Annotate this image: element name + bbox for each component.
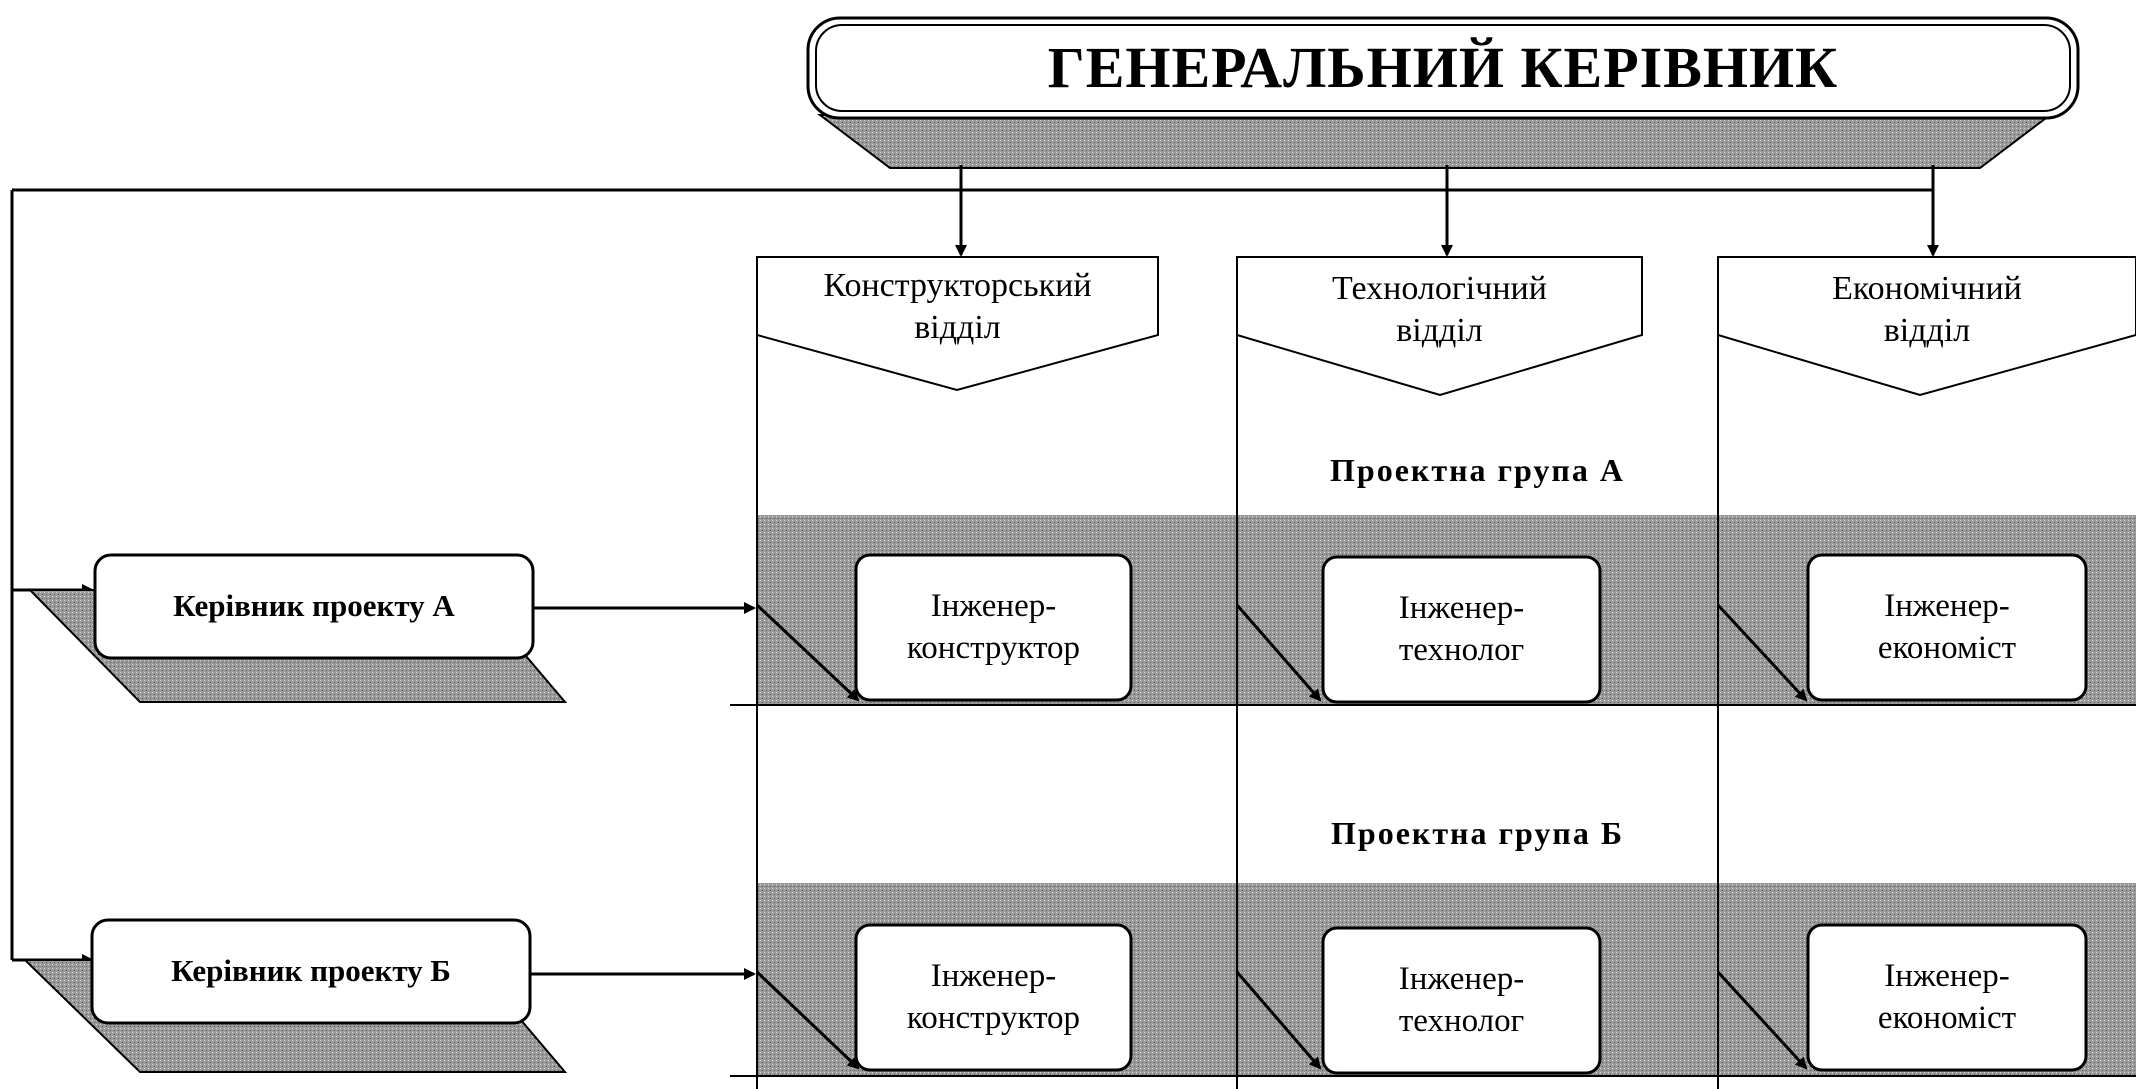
engineer-a-technology-box <box>1321 555 1602 704</box>
manager-b-label: Керівник проекту Б <box>171 953 451 989</box>
engineer-b-construction-box <box>854 923 1133 1072</box>
group-b-label: Проектна група Б <box>1331 815 1624 851</box>
title-box <box>806 16 2080 120</box>
engineer-b-technology-label: Інженер- технолог <box>1398 961 1525 1039</box>
dept-economic-shape <box>1717 256 2136 397</box>
engineer-a-economic-box <box>1806 553 2088 702</box>
dept-technology-label: Технологічний відділ <box>1332 269 1547 350</box>
title-shadow <box>817 114 2053 169</box>
manager-b-box <box>90 918 532 1025</box>
engineer-b-economic-label: Інженер- економіст <box>1877 958 2017 1036</box>
dept-technology-shape <box>1236 256 1643 397</box>
engineer-b-technology-box <box>1321 926 1602 1075</box>
engineer-a-technology-label: Інженер- технолог <box>1398 590 1525 668</box>
dept-economic-label: Економічний відділ <box>1832 269 2022 350</box>
dept-construction-label: Конструкторський відділ <box>823 266 1092 347</box>
engineer-a-construction-box <box>854 553 1133 702</box>
engineer-a-economic-label: Інженер- економіст <box>1877 588 2017 666</box>
engineer-a-construction-label: Інженер- конструктор <box>906 588 1081 666</box>
group-a-label: Проектна група А <box>1330 452 1625 488</box>
manager-a-label: Керівник проекту А <box>173 588 455 624</box>
engineer-b-economic-box <box>1806 923 2088 1072</box>
engineer-b-construction-label: Інженер- конструктор <box>906 958 1081 1036</box>
general-manager-title: ГЕНЕРАЛЬНИЙ КЕРІВНИК <box>1047 34 1839 100</box>
dept-construction-shape <box>756 256 1159 392</box>
